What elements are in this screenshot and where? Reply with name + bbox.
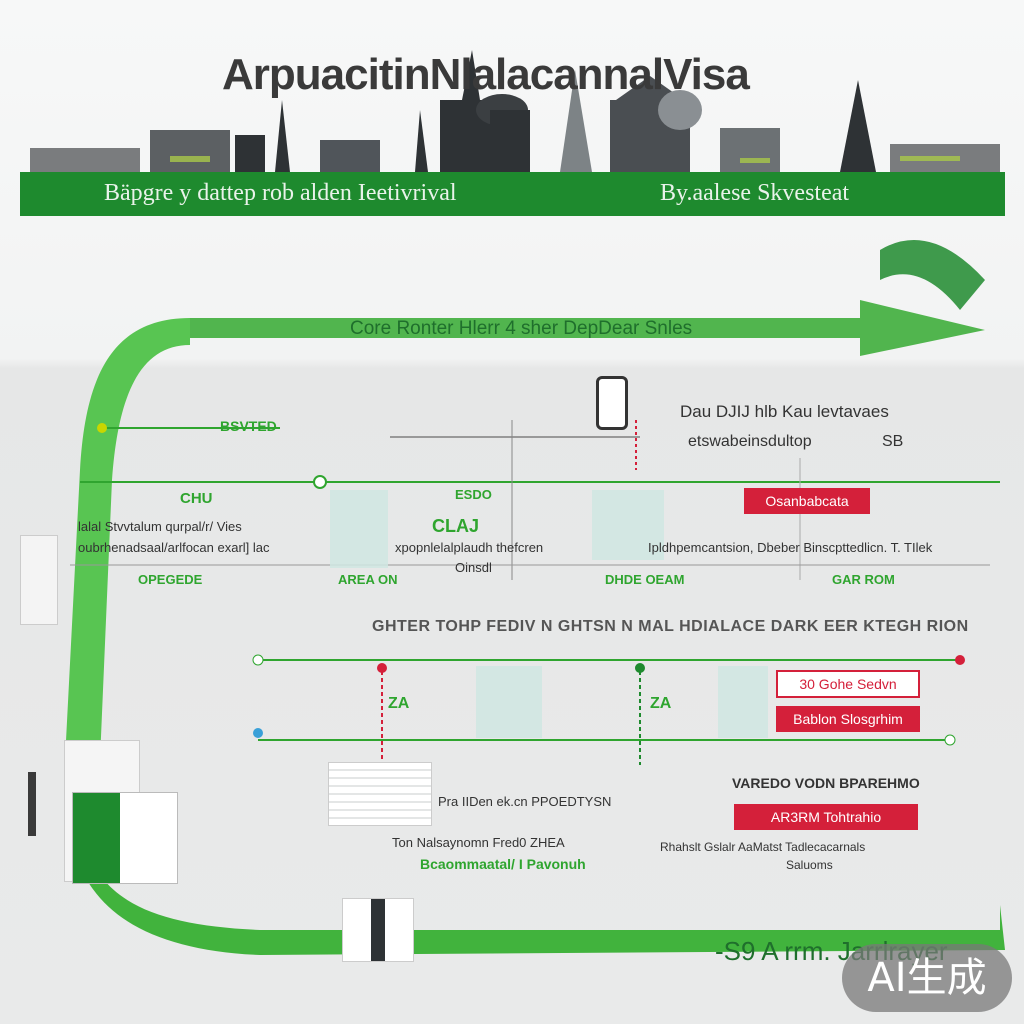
- section2-heading: GHTER TOHP FEDIV N GHTSN N MAL HDIALACE …: [372, 618, 969, 635]
- row2-red-label-1: 30 Gohe Sedvn: [776, 670, 920, 698]
- row1-highlight-1: [330, 490, 388, 568]
- ai-generated-badge: AI生成: [842, 944, 1012, 1012]
- row1-top-right-line1: Dau DJIJ hlb Kau levtavaes: [680, 402, 889, 421]
- row1-node-a: CHU: [180, 490, 213, 507]
- left-flow-ribbon: [65, 318, 190, 760]
- row1-desc-left-2: oubrhenadsaal/arlfocan exarl] lac: [78, 540, 270, 555]
- row1-node-b: ESDO: [455, 487, 492, 502]
- row2-right-desc-2: Saluoms: [786, 858, 833, 872]
- phone-device-icon: [596, 376, 628, 430]
- row2-red-label-2: Bablon Slosgrhim: [776, 706, 920, 732]
- row1-top-right-line2: etswabeinsdultop: [688, 433, 812, 450]
- row1-node-c: CLAJ: [432, 516, 480, 536]
- left-pedestal: [20, 535, 58, 625]
- kiosk-screen: [72, 792, 178, 884]
- document-thumbnail: [328, 762, 432, 826]
- row1-desc-right: Ipldhpemcantsion, Dbeber Binscpttedlicn.…: [648, 540, 933, 555]
- row2-node-left: ZA: [388, 695, 410, 712]
- row1-foot-4: GAR ROM: [832, 572, 895, 587]
- row1-desc-mid-1: xpopnlelalplaudh thefcren: [395, 540, 544, 555]
- row2-doc-caption: Pra IIDen ek.cn PPOEDTYSN: [438, 794, 612, 809]
- row1-desc-mid-2: Oinsdl: [455, 560, 492, 575]
- row1-red-label: Osanbabcata: [744, 488, 870, 514]
- row2-node-right: ZA: [650, 695, 672, 712]
- bottom-flow-ribbon: [70, 820, 1005, 955]
- subtitle-banner: Bäpgre y dattep rob alden Ieetivrival By…: [20, 172, 1005, 216]
- row1-top-right-code: SB: [882, 433, 904, 450]
- row1-highlight-2: [592, 490, 664, 560]
- row1-foot-3: DHDE OEAM: [605, 572, 685, 587]
- row2-legend-2: Bcaommaatal/ I Pavonuh: [420, 856, 586, 872]
- banner-subtitle-right: By.aalese Skvesteat: [660, 180, 850, 206]
- flow-heading: Core Ronter Hlerr 4 sher DepDear Snles: [350, 318, 693, 339]
- row2-legend-1: Ton Nalsaynomn Fred0 ZHEA: [392, 835, 565, 850]
- kiosk-panel-stripe: [28, 772, 36, 836]
- bottom-devices-icon: [600, 932, 680, 982]
- row1-desc-left-1: lalal Stvvtalum qurpal/r/ Vies: [78, 519, 242, 534]
- row2-highlight-2: [718, 666, 768, 738]
- top-flow-ribbon: [190, 300, 985, 356]
- banner-subtitle-left: Bäpgre y dattep rob alden Ieetivrival: [104, 180, 457, 206]
- city-skyline-illustration: [30, 50, 1000, 172]
- row2-highlight-1: [476, 666, 542, 738]
- row2-right-head: VAREDO VODN BPAREHMO: [732, 775, 920, 791]
- row1-foot-1: OPEGEDE: [138, 572, 203, 587]
- bottom-gate-icon: [342, 898, 414, 962]
- row1-foot-2: AREA ON: [338, 572, 398, 587]
- row2-right-desc-1: Rhahslt Gslalr AaMatst Tadlecacarnals: [660, 840, 866, 854]
- row1-left-tag: BSVTED: [220, 418, 277, 434]
- leaf-decoration: [880, 240, 985, 310]
- row2-right-redbox: AR3RM Tohtrahio: [734, 804, 918, 830]
- page-title: ArpuacitinNlalacannalVisa: [222, 50, 750, 99]
